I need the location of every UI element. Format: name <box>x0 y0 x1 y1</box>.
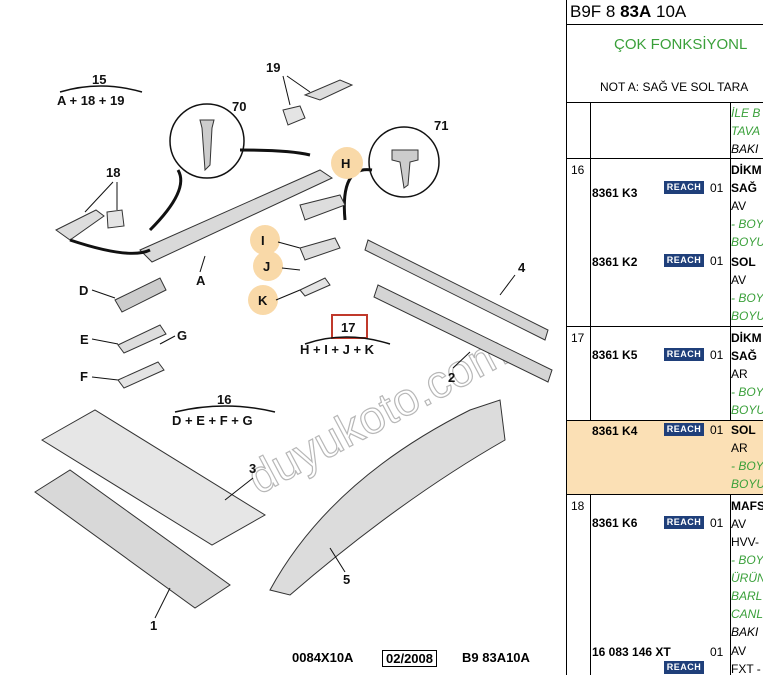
part-H <box>299 194 346 221</box>
footer-date: 02/2008 <box>382 650 437 667</box>
reach-badge: REACH <box>664 348 704 361</box>
part-19a <box>303 79 354 101</box>
callout-16: 16 <box>217 392 231 407</box>
part-18b <box>106 209 125 229</box>
brace-15 <box>59 85 143 93</box>
reach-badge: REACH <box>664 516 704 529</box>
part-ref[interactable]: 8361 K4 <box>592 424 638 438</box>
part-5 <box>269 399 506 596</box>
callout-A: A <box>196 273 206 288</box>
part-ref[interactable]: 8361 K6 <box>592 516 638 530</box>
screw-71 <box>391 149 419 189</box>
panel-note: NOT A: SAĞ VE SOL TARA <box>600 80 749 94</box>
callout-F: F <box>80 369 88 384</box>
reach-badge: REACH <box>664 254 704 267</box>
part-F <box>117 361 165 389</box>
reach-badge: REACH <box>664 423 704 436</box>
part-ref[interactable]: 8361 K2 <box>592 255 638 269</box>
callout-J-bg <box>253 251 283 281</box>
part-K <box>299 277 331 297</box>
part-1 <box>34 469 231 609</box>
footer-code: 0084X10A <box>292 650 354 665</box>
callout-G: G <box>177 328 187 343</box>
callout-5: 5 <box>343 572 350 587</box>
reach-badge: REACH <box>664 181 704 194</box>
part-D <box>114 277 167 313</box>
callout-17-box <box>331 314 368 339</box>
callout-J: J <box>263 259 270 274</box>
callout-19: 19 <box>266 60 280 75</box>
reach-badge: REACH <box>664 661 704 674</box>
callout-H: H <box>341 156 350 171</box>
formula-17: H + I + J + K <box>300 342 375 357</box>
callout-K: K <box>258 293 268 308</box>
formula-16: D + E + F + G <box>172 413 253 428</box>
part-4 <box>364 239 549 341</box>
callout-1: 1 <box>150 618 157 633</box>
callout-3: 3 <box>249 461 256 476</box>
brace-17 <box>304 336 391 345</box>
callout-17: 17 <box>341 320 355 335</box>
part-ref[interactable]: 8361 K5 <box>592 348 638 362</box>
part-ref[interactable]: 8361 K3 <box>592 186 638 200</box>
callout-K-bg <box>248 285 278 315</box>
footer-ref: B9 83A10A <box>462 650 530 665</box>
exploded-view-drawing: duyukoto.com 15 A + 18 + 19 19 70 71 A 1… <box>34 60 553 633</box>
panel-header: B9F 8 83A 10A <box>567 0 763 25</box>
parts-diagram: duyukoto.com 15 A + 18 + 19 19 70 71 A 1… <box>34 60 553 667</box>
callout-71: 71 <box>434 118 448 133</box>
parts-list-panel: B9F 8 83A 10A ÇOK FONKSİYONL NOT A: SAĞ … <box>566 0 763 675</box>
panel-subtitle: ÇOK FONKSİYONL <box>614 36 748 53</box>
callout-15: 15 <box>92 72 106 87</box>
part-I <box>299 237 341 261</box>
callout-E: E <box>80 332 89 347</box>
callout-4: 4 <box>518 260 526 275</box>
part-E <box>117 324 167 354</box>
roof-rail-A <box>139 169 334 263</box>
part-ref[interactable]: 16 083 146 XT <box>592 645 671 659</box>
callout-D: D <box>79 283 88 298</box>
callout-70: 70 <box>232 99 246 114</box>
part-2 <box>373 284 553 383</box>
part-19b <box>282 105 306 126</box>
callout-2: 2 <box>448 370 455 385</box>
brace-16 <box>174 405 276 413</box>
callout-H-bg <box>331 147 363 179</box>
screw-70 <box>199 119 215 172</box>
callout-I: I <box>261 233 265 248</box>
part-18a <box>55 209 105 241</box>
callout-I-bg <box>250 225 280 255</box>
part-3 <box>41 409 266 546</box>
callout-18: 18 <box>106 165 120 180</box>
formula-15: A + 18 + 19 <box>57 93 124 108</box>
